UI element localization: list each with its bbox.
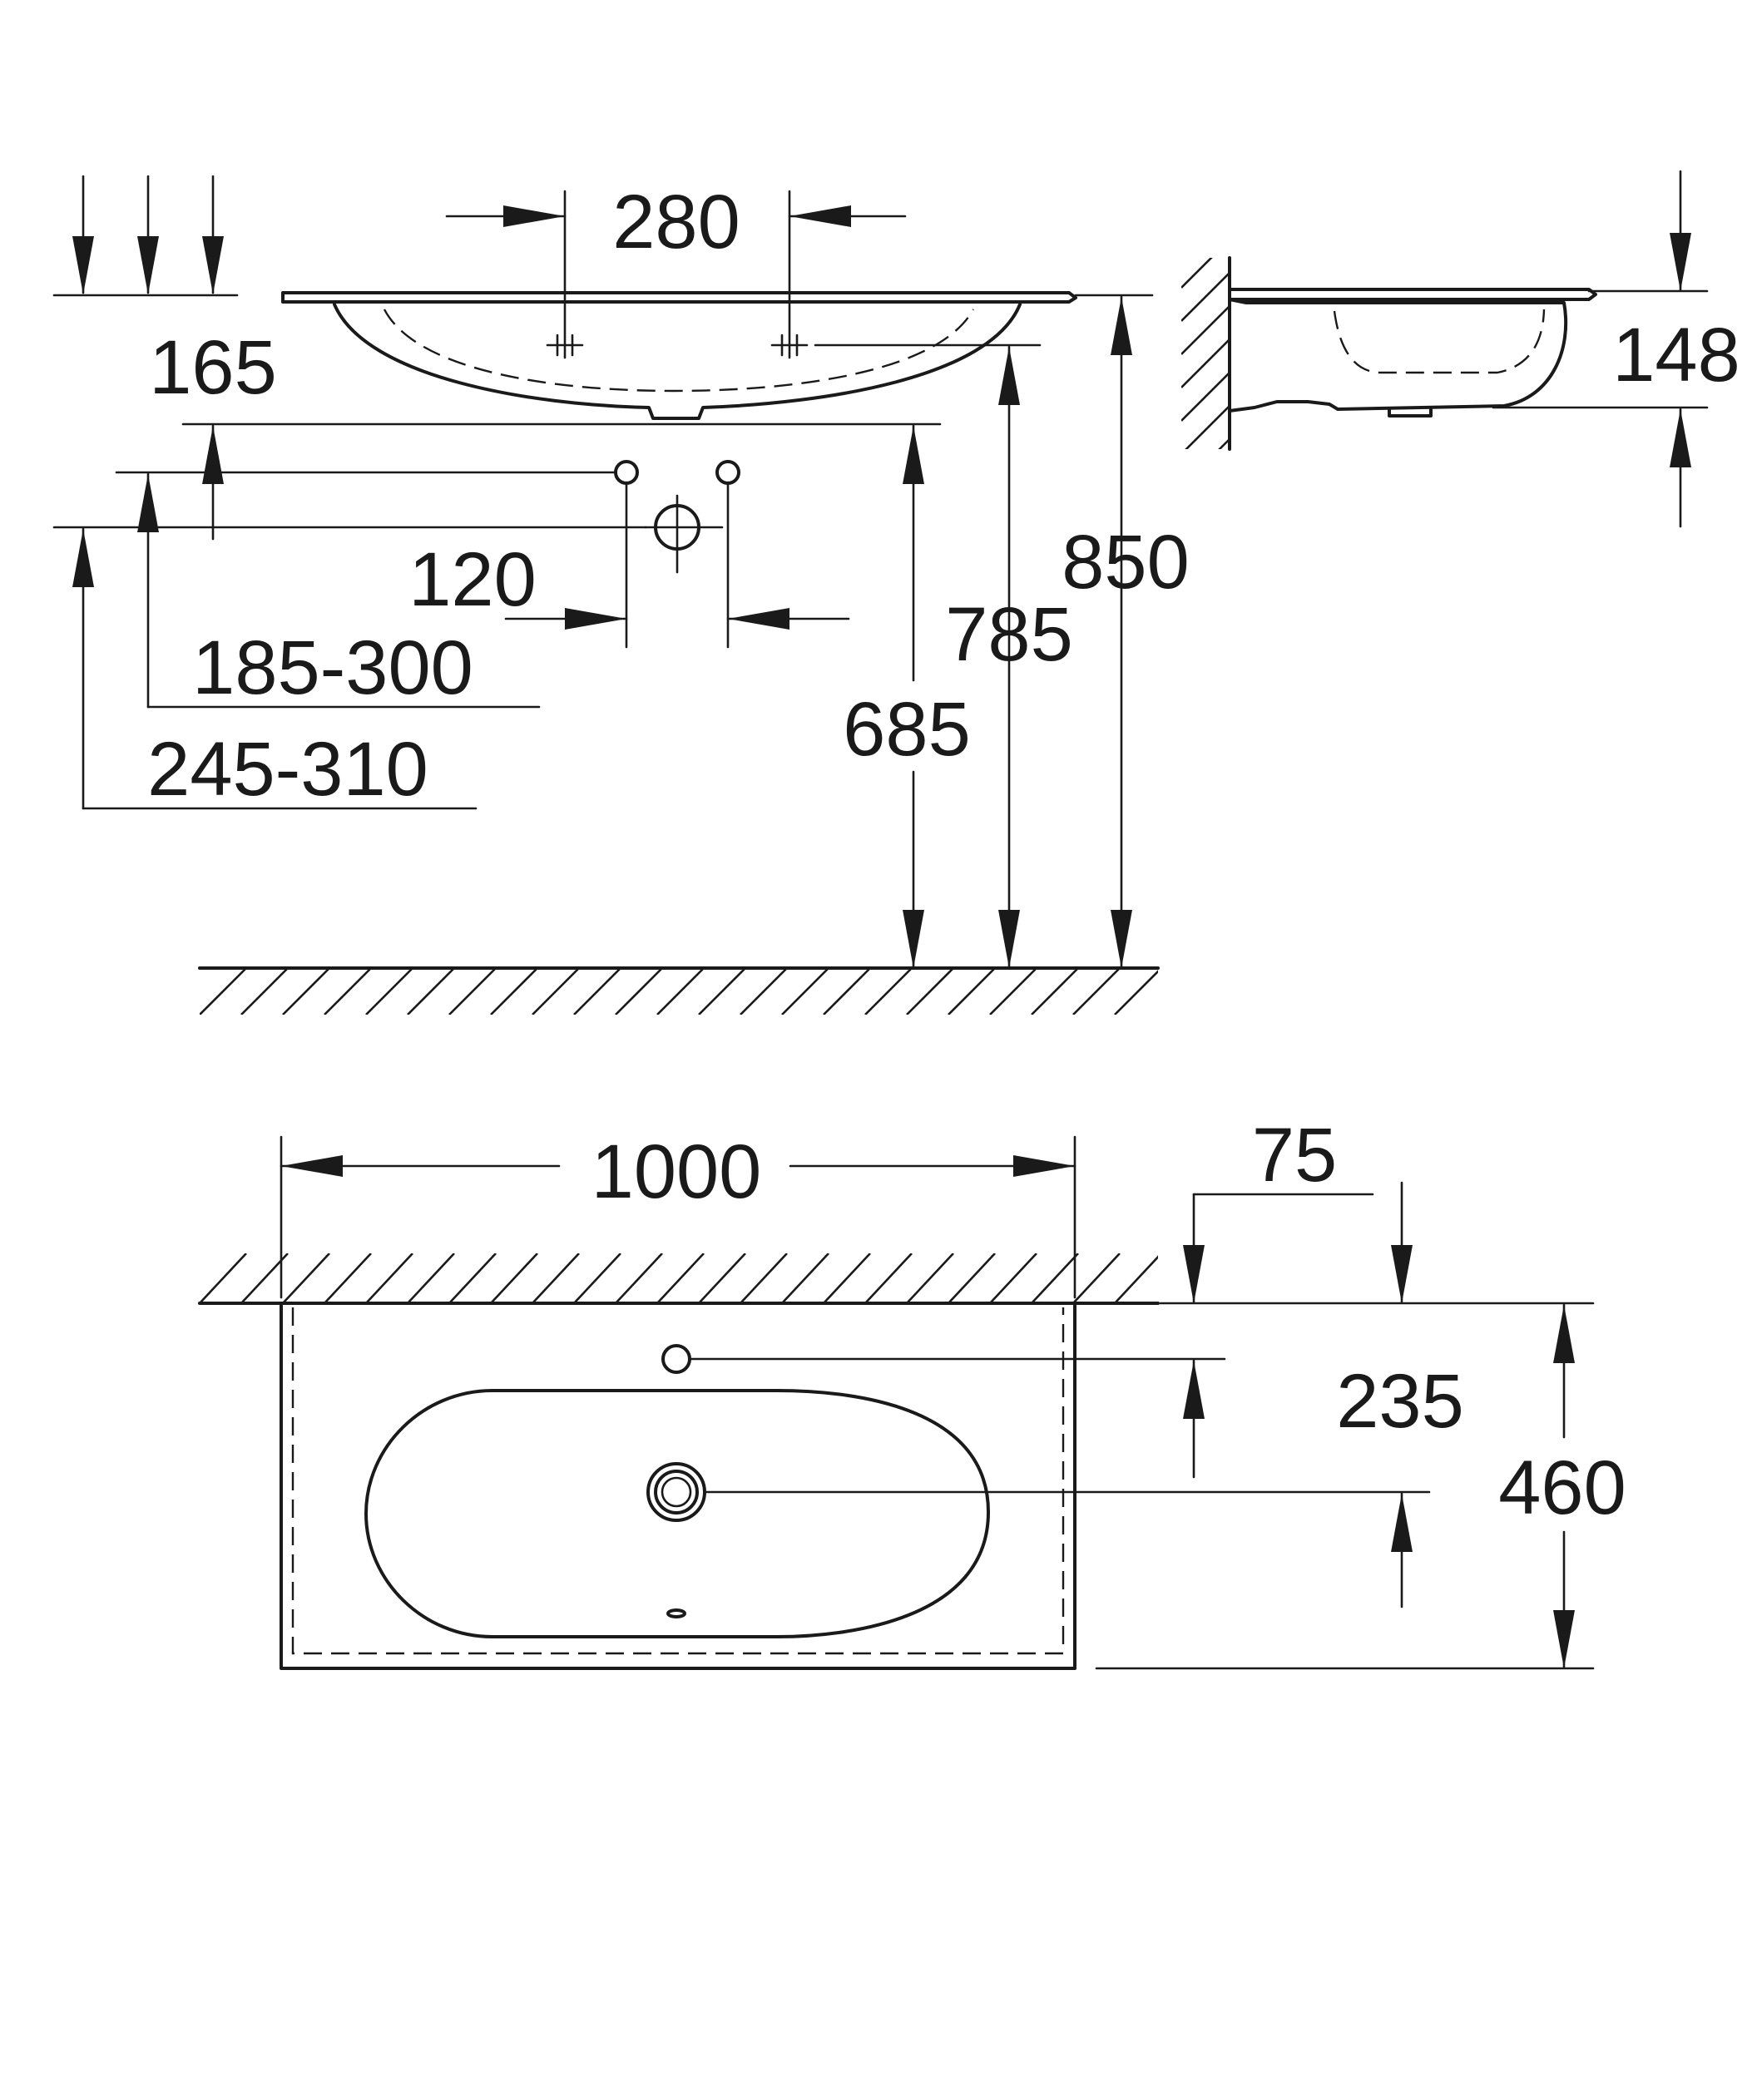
dimension-165: 165 [149, 325, 277, 541]
basin-top-slab [281, 291, 1077, 304]
plan-view: 1000 75 [198, 1113, 1626, 1670]
dimension-685: 685 [843, 424, 971, 970]
wall-hatch-top [198, 1253, 1160, 1305]
dimension-280: 280 [445, 180, 907, 359]
dim-label-685: 685 [843, 687, 971, 772]
drain-outlet [644, 494, 724, 574]
plan-dashed-outline [291, 1307, 1065, 1655]
dimension-785: 785 [945, 345, 1073, 970]
plan-basin-outline [280, 1304, 1076, 1670]
plan-drain [646, 1462, 706, 1522]
dim-label-280: 280 [612, 180, 740, 264]
down-arrows-top [72, 175, 224, 294]
dimension-120: 120 [408, 481, 850, 649]
dimension-148: 148 [1492, 170, 1740, 528]
side-basin-body [1228, 298, 1568, 413]
basin-bowl-outline [333, 303, 1022, 420]
dim-label-245-310: 245-310 [147, 727, 428, 812]
dimension-235: 235 [1183, 1359, 1464, 1608]
dimension-1000: 1000 [280, 1129, 1076, 1299]
side-drain-stub [1388, 408, 1433, 418]
dim-label-75: 75 [1252, 1113, 1337, 1198]
dim-label-235: 235 [1336, 1359, 1464, 1444]
dimension-460: 460 [1498, 1303, 1626, 1668]
side-inner-dashed [1333, 309, 1546, 374]
plan-overflow [666, 1608, 686, 1618]
wall-hatch-side [1181, 256, 1231, 451]
plan-bowl-oval [364, 1389, 990, 1638]
dimension-850: 850 [1062, 295, 1190, 970]
front-elevation: 280 165 [52, 175, 1190, 1015]
side-view: 148 [1181, 170, 1740, 528]
dim-label-1000: 1000 [591, 1129, 762, 1214]
dim-label-148: 148 [1612, 313, 1740, 398]
dimension-245-310: 245-310 [72, 527, 478, 812]
dimension-75: 75 [1183, 1113, 1413, 1303]
floor-hatch [198, 966, 1160, 1015]
supply-valve-left [614, 460, 639, 485]
supply-valve-right [715, 460, 740, 485]
dim-label-785: 785 [945, 592, 1073, 677]
basin-inner-dashed [383, 309, 975, 393]
dim-label-185-300: 185-300 [192, 625, 473, 710]
side-top-slab [1228, 288, 1597, 301]
plan-tap-hole [661, 1344, 691, 1374]
dimension-185-300: 185-300 [137, 472, 541, 710]
dim-label-460: 460 [1498, 1445, 1626, 1530]
dim-label-165: 165 [149, 325, 277, 410]
dim-label-120: 120 [408, 537, 537, 622]
dim-label-850: 850 [1062, 520, 1190, 605]
